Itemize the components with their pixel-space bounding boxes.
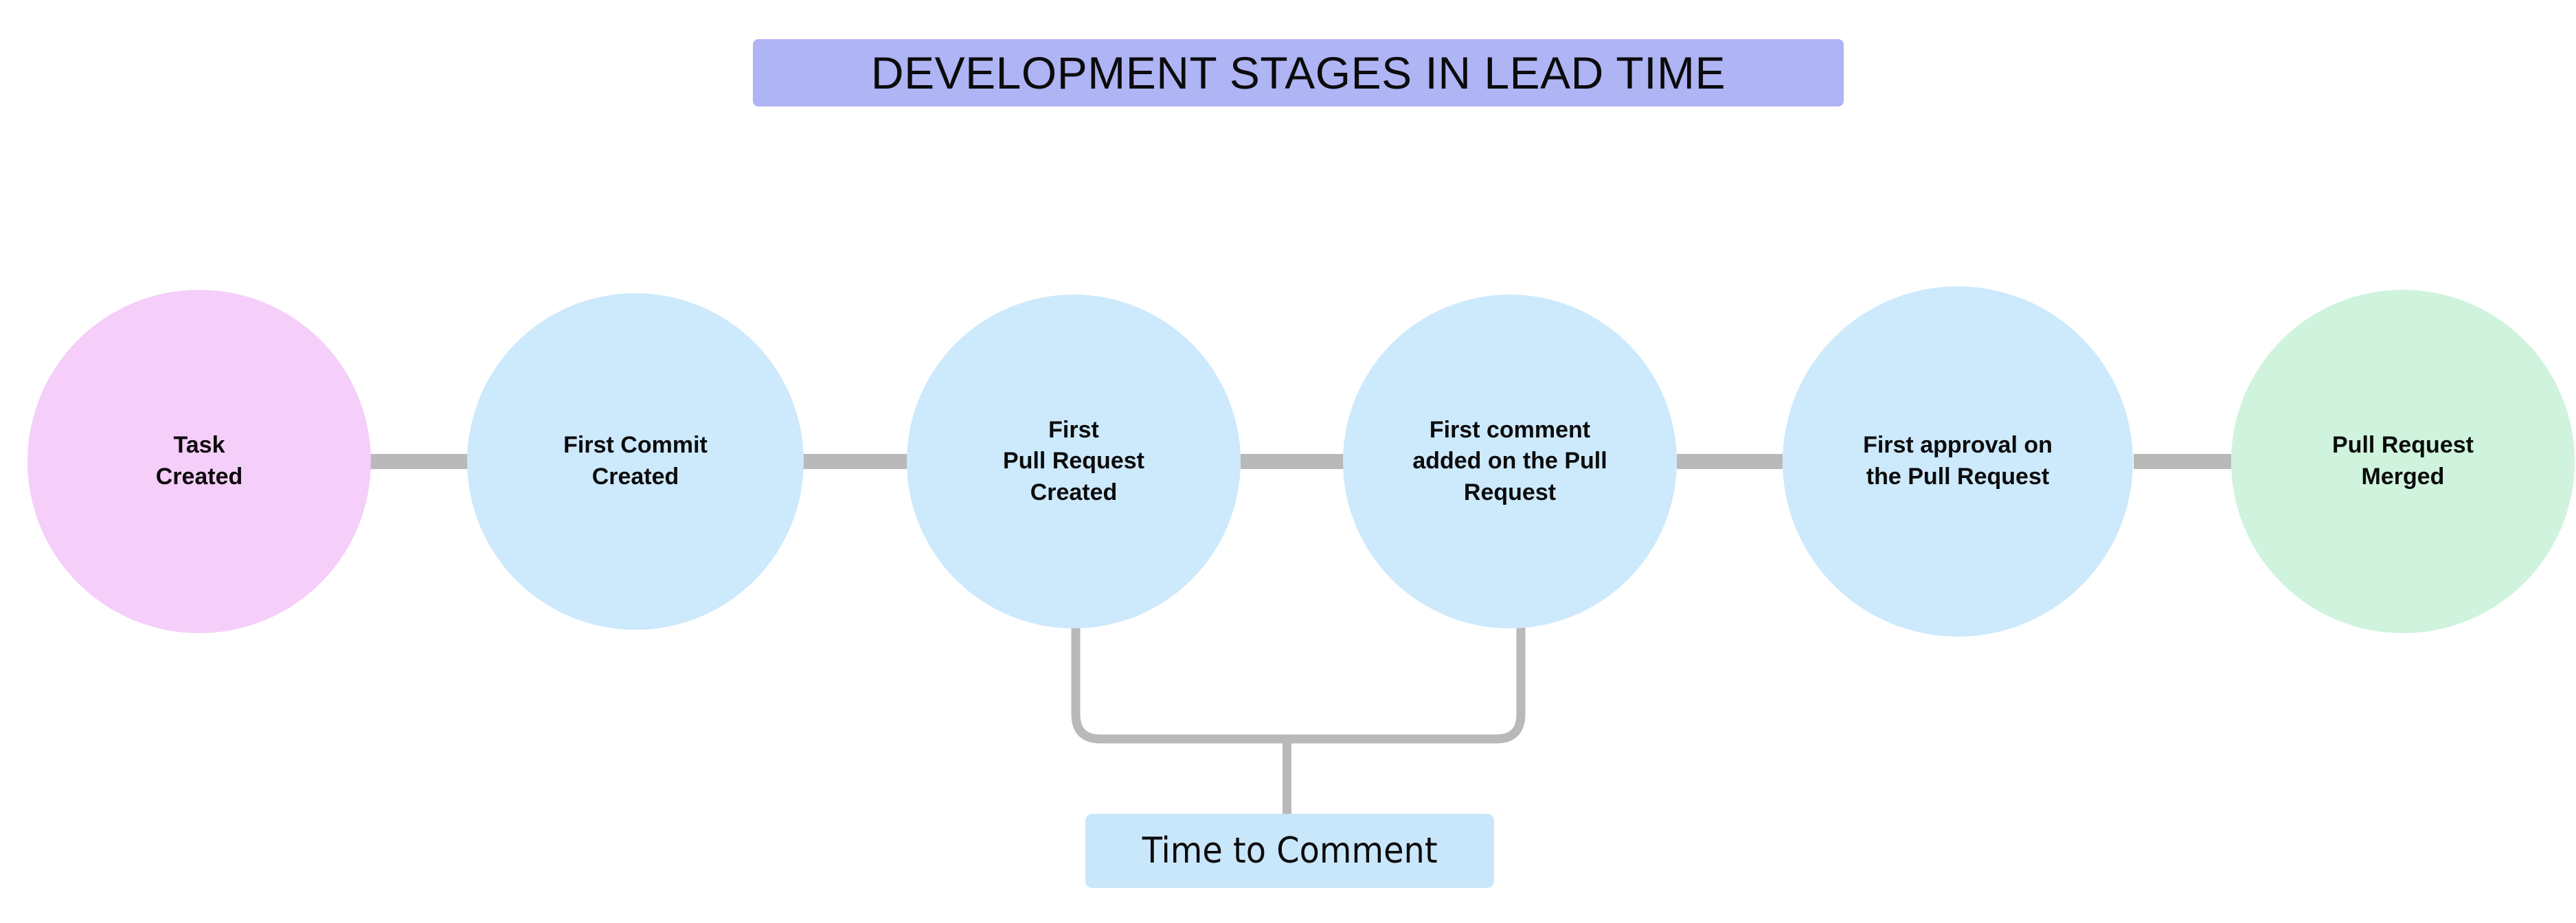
connector-first-commit-created-to-first-pull-request-created [802, 454, 907, 469]
time-to-comment-bracket-stem [1283, 739, 1291, 816]
connector-task-created-to-first-commit-created [363, 454, 468, 469]
stage-node-first-approval-on-pull-request[interactable]: First approval on the Pull Request [1783, 286, 2133, 637]
diagram-title-banner: DEVELOPMENT STAGES IN LEAD TIME [753, 39, 1844, 106]
connector-first-approval-to-pull-request-merged [2134, 454, 2231, 469]
connector-first-comment-to-first-approval [1677, 454, 1783, 469]
page-title: DEVELOPMENT STAGES IN LEAD TIME [870, 47, 1726, 98]
stage-node-label: Task Created [155, 432, 243, 490]
callout-label: Time to Comment [1142, 830, 1438, 871]
time-to-comment-bracket [1071, 626, 1526, 744]
stage-node-first-commit-created[interactable]: First Commit Created [467, 293, 804, 630]
stage-node-label: First approval on the Pull Request [1863, 432, 2053, 490]
connector-first-pull-request-created-to-first-comment [1241, 454, 1344, 469]
stage-node-first-comment-on-pull-request[interactable]: First comment added on the Pull Request [1343, 295, 1677, 628]
callout-time-to-comment[interactable]: Time to Comment [1085, 814, 1494, 888]
stage-node-label: Pull Request Merged [2332, 432, 2474, 490]
stage-node-pull-request-merged[interactable]: Pull Request Merged [2231, 290, 2575, 633]
stage-node-task-created[interactable]: Task Created [27, 290, 371, 633]
stage-node-label: First Commit Created [563, 432, 708, 490]
stage-node-label: First Pull Request Created [1003, 416, 1144, 505]
stage-node-first-pull-request-created[interactable]: First Pull Request Created [907, 295, 1241, 628]
stage-node-label: First comment added on the Pull Request [1412, 416, 1607, 505]
